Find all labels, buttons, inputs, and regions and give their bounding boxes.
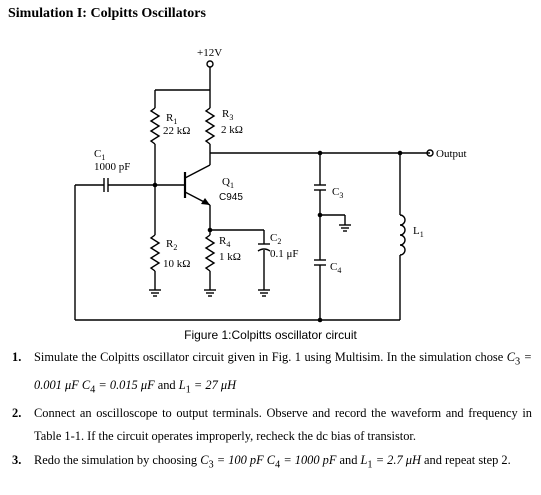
c2-name: C2 [270, 232, 281, 246]
r2-resistor [149, 234, 161, 272]
supply-label: +12V [197, 47, 222, 59]
r3-name: R3 [222, 108, 233, 122]
r3-resistor [204, 107, 216, 145]
q1-value: C945 [219, 192, 243, 203]
r4-name: R4 [219, 235, 230, 249]
c4-name: C4 [330, 261, 341, 275]
output-label: Output [436, 148, 467, 160]
step-number: 2. [12, 405, 22, 420]
r1-name: R1 [166, 112, 177, 126]
step-number: 1. [12, 350, 22, 364]
supply-terminal [206, 60, 214, 68]
colpitts-circuit-diagram: +12V R1 22 kΩ R3 2 kΩ C1 1000 pF Q1 C945… [74, 47, 467, 323]
c1-name: C1 [94, 148, 105, 162]
instruction-step-3: 3. Redo the simulation by choosing C3 = … [12, 449, 532, 477]
page-heading: Simulation I: Colpitts Oscillators [8, 6, 206, 21]
l1-inductor [399, 214, 406, 256]
figure-caption: Figure 1:Colpitts oscillator circuit [184, 328, 357, 342]
r2-name: R2 [166, 238, 177, 252]
q1-name: Q1 [222, 176, 234, 190]
instruction-list: 1. Simulate the Colpitts oscillator circ… [12, 346, 532, 477]
r1-resistor [149, 107, 161, 145]
output-terminal [426, 149, 434, 157]
c1-value: 1000 pF [94, 161, 130, 173]
instruction-step-2: 2. Connect an oscilloscope to output ter… [12, 402, 532, 449]
r4-resistor [204, 234, 216, 272]
c2-value: 0.1 μF [270, 248, 299, 260]
l1-name: L1 [413, 225, 424, 239]
r2-value: 10 kΩ [163, 258, 190, 270]
c3-name: C3 [332, 186, 343, 200]
step-number: 3. [12, 452, 22, 467]
r4-value: 1 kΩ [219, 251, 241, 263]
instruction-step-1: 1. Simulate the Colpitts oscillator circ… [12, 346, 532, 402]
r1-value: 22 kΩ [163, 125, 190, 137]
r3-value: 2 kΩ [221, 124, 243, 136]
